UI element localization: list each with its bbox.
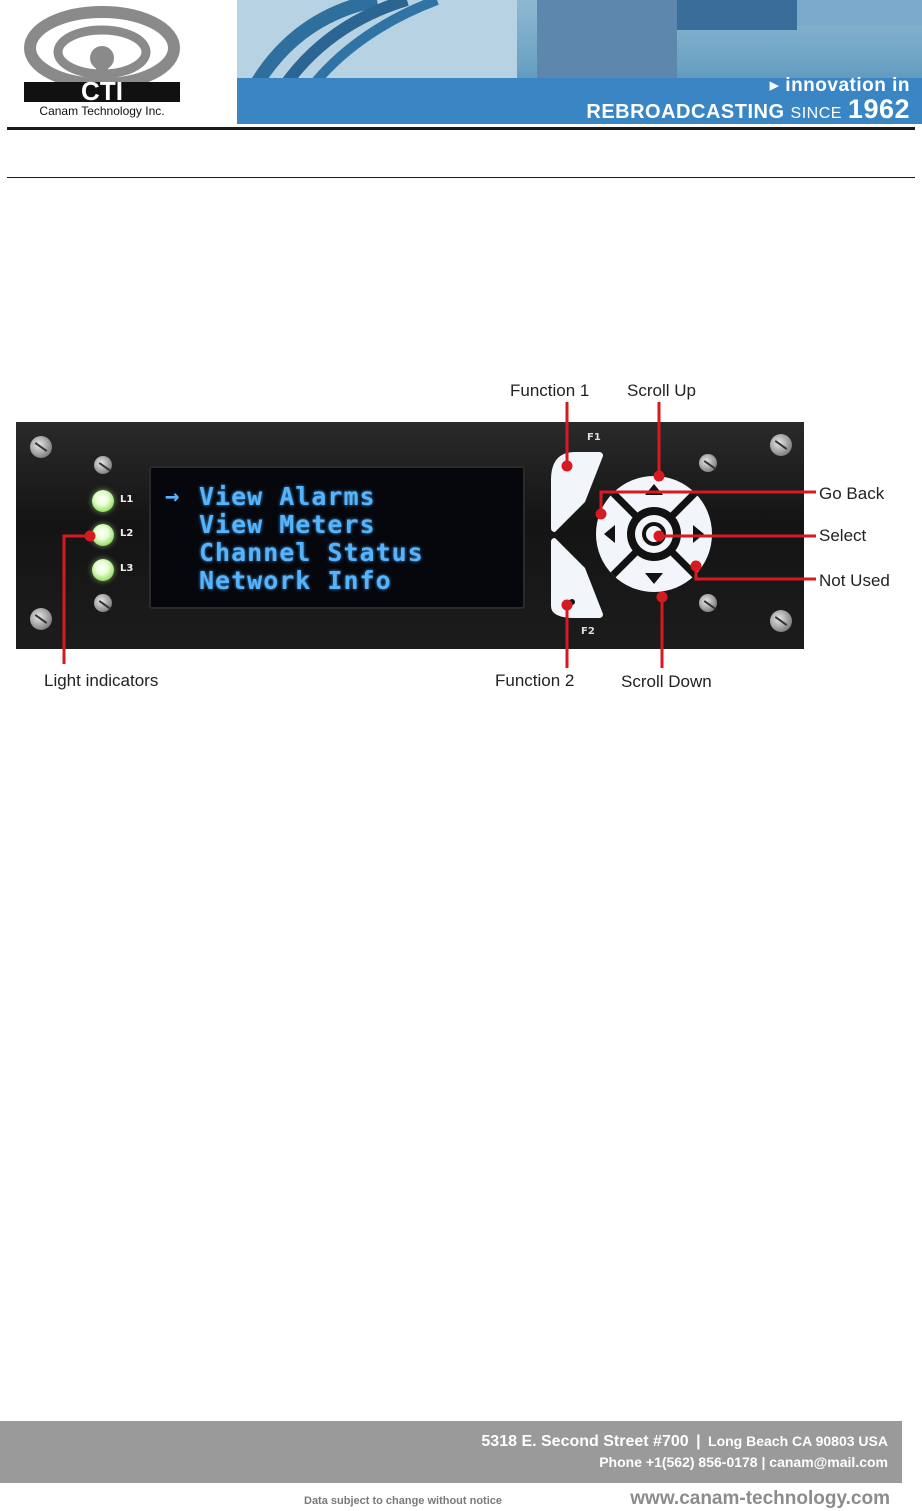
screw-icon	[94, 456, 112, 474]
led-label: L2	[120, 528, 134, 539]
banner-since: SINCE	[790, 105, 842, 122]
logo-tagline: Canam Technology Inc.	[39, 104, 165, 118]
banner-rebroadcasting: REBROADCASTING SINCE 1962	[586, 94, 910, 124]
led-indicator-l2	[92, 524, 114, 546]
logo-text: CTI	[81, 76, 123, 106]
footer-address: 5318 E. Second Street #700 | Long Beach …	[481, 1433, 888, 1451]
banner-graphic	[237, 0, 922, 124]
footer-disclaimer: Data subject to change without notice	[304, 1495, 503, 1507]
footer-phone: Phone +1(562) 856-0178	[599, 1454, 758, 1470]
lcd-menu-item: Channel Status	[199, 538, 424, 567]
callout-scroll-down: Scroll Down	[621, 672, 712, 691]
section-rule	[7, 177, 915, 178]
lcd-menu-item: View Meters	[199, 510, 376, 539]
screw-icon	[94, 594, 112, 612]
footer-website-link[interactable]: www.canam-technology.com	[630, 1488, 890, 1509]
footer-separator: |	[757, 1454, 770, 1470]
screw-icon	[770, 434, 792, 456]
footer-city: Long Beach CA 90803 USA	[708, 1433, 888, 1449]
footer-email[interactable]: canam@mail.com	[769, 1454, 888, 1470]
lcd-cursor-arrow-icon: →	[165, 482, 180, 510]
header-rule	[7, 127, 915, 130]
function-2-button[interactable]	[551, 538, 603, 618]
header-banner: ▸ innovation in REBROADCASTING SINCE 1962	[237, 0, 922, 124]
right-arrow-icon	[693, 525, 704, 543]
screw-icon	[30, 608, 52, 630]
cti-logo: CTI	[24, 6, 180, 106]
lcd-menu-item: Network Info	[199, 566, 392, 595]
led-label: L3	[120, 563, 134, 574]
scroll-down-arrow-icon[interactable]	[645, 573, 663, 584]
function-1-button[interactable]	[551, 452, 603, 532]
callout-function-2: Function 2	[495, 671, 575, 690]
keypad[interactable]: F1 F2	[545, 428, 735, 638]
callout-not-used: Not Used	[819, 571, 890, 590]
screw-icon	[699, 594, 717, 612]
banner-word: REBROADCASTING	[586, 101, 785, 123]
callout-light-indicators: Light indicators	[44, 671, 159, 690]
lcd-display: → View Alarms View Meters Channel Status…	[149, 466, 525, 609]
screw-icon	[699, 454, 717, 472]
footer-separator: |	[691, 1433, 706, 1450]
led-indicator-l1	[92, 490, 114, 512]
f2-label: F2	[581, 626, 595, 637]
led-label: L1	[120, 494, 134, 505]
screw-icon	[770, 610, 792, 632]
callout-scroll-up: Scroll Up	[627, 381, 696, 400]
banner-innovation: ▸ innovation in	[769, 75, 910, 96]
callout-select: Select	[819, 526, 867, 545]
lcd-menu-item: View Alarms	[199, 482, 376, 511]
footer-street: 5318 E. Second Street #700	[481, 1433, 689, 1450]
footer-contact: Phone +1(562) 856-0178 | canam@mail.com	[599, 1454, 888, 1470]
led-indicator-l3	[92, 559, 114, 581]
screw-icon	[30, 436, 52, 458]
callout-function-1: Function 1	[510, 381, 590, 400]
go-back-arrow-icon[interactable]	[604, 525, 615, 543]
f1-label: F1	[587, 432, 601, 443]
banner-year: 1962	[847, 94, 910, 124]
callout-go-back: Go Back	[819, 484, 885, 503]
footer-bar: 5318 E. Second Street #700 | Long Beach …	[0, 1421, 902, 1483]
